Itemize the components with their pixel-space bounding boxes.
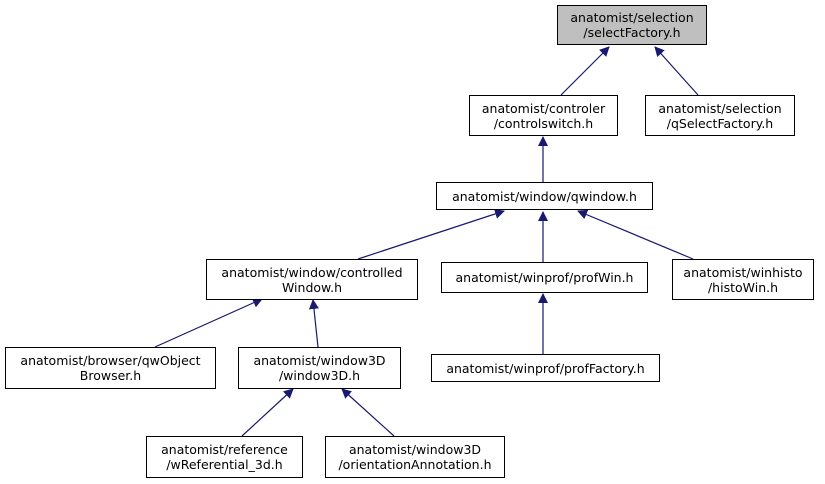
node-histo-win[interactable]: anatomist/winhisto /histoWin.h — [672, 259, 814, 300]
node-label-line2: /selectFactory.h — [583, 25, 681, 40]
node-controlswitch[interactable]: anatomist/controler /controlswitch.h — [469, 95, 618, 136]
node-label-line1: anatomist/winprof/profWin.h — [455, 270, 634, 285]
node-label-line1: anatomist/reference — [161, 442, 288, 457]
node-label-line1: anatomist/winprof/profFactory.h — [446, 360, 645, 376]
node-label-line1: anatomist/selection — [570, 10, 694, 25]
edge-qwobjectbrowser-to-controlledwindow — [154, 298, 263, 348]
edge-window3d-to-controlledwindow — [308, 299, 319, 348]
node-controlled-window[interactable]: anatomist/window/controlled Window.h — [206, 259, 418, 300]
node-label-line2: /wReferential_3d.h — [166, 457, 283, 472]
node-label-line2: /window3D.h — [278, 368, 361, 383]
node-label-line1: anatomist/winhisto — [683, 264, 803, 280]
edge-controlledwindow-to-qwindow — [357, 209, 505, 260]
node-orientation-annotation[interactable]: anatomist/window3D /orientationAnnotatio… — [325, 436, 505, 478]
edge-wreferential-to-window3d — [241, 388, 294, 437]
node-label-line2: /qSelectFactory.h — [666, 115, 774, 131]
node-label-line1: anatomist/browser/qwObject — [20, 353, 201, 368]
node-qselect-factory[interactable]: anatomist/selection /qSelectFactory.h — [645, 95, 795, 136]
node-wreferential-3d[interactable]: anatomist/reference /wReferential_3d.h — [146, 436, 303, 478]
node-label-line1: anatomist/selection — [658, 100, 782, 116]
node-label-line2: /controlswitch.h — [493, 115, 594, 131]
edge-orientation-to-window3d — [341, 388, 395, 437]
node-label-line2: /histoWin.h — [707, 279, 779, 295]
node-label-line1: anatomist/window3D — [348, 442, 482, 457]
node-select-factory: anatomist/selection /selectFactory.h — [557, 5, 707, 45]
node-label-line2: /orientationAnnotation.h — [338, 457, 492, 472]
edge-controlswitch-to-selectfactory — [560, 46, 610, 96]
node-label-line1: anatomist/window3D — [253, 353, 386, 368]
node-label-line1: anatomist/controler — [481, 100, 606, 116]
edge-qselectfactory-to-selectfactory — [654, 46, 699, 96]
node-label-line1: anatomist/window/controlled — [221, 264, 403, 280]
node-prof-win[interactable]: anatomist/winprof/profWin.h — [441, 262, 648, 293]
node-qwobject-browser[interactable]: anatomist/browser/qwObject Browser.h — [5, 347, 216, 389]
node-prof-factory[interactable]: anatomist/winprof/profFactory.h — [431, 354, 660, 382]
node-qwindow[interactable]: anatomist/window/qwindow.h — [436, 182, 653, 210]
node-label-line2: Browser.h — [79, 368, 142, 383]
node-window3d[interactable]: anatomist/window3D /window3D.h — [238, 347, 401, 389]
edge-histowin-to-qwindow — [577, 209, 694, 260]
node-label-line2: Window.h — [281, 279, 343, 295]
node-label-line1: anatomist/window/qwindow.h — [452, 188, 637, 204]
